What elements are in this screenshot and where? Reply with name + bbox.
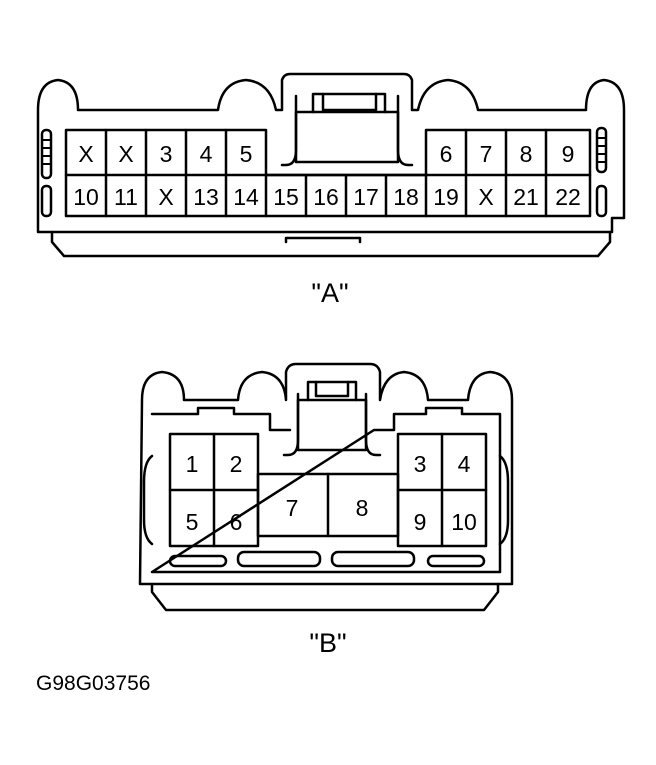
connector-b-labels: 1 2 3 4 5 6 7 8 9 10 (186, 451, 477, 535)
pin-b-2: 2 (230, 451, 243, 477)
pin-a-bottom-6: 15 (273, 184, 299, 210)
connector-a-bottom-labels: 10 11 X 13 14 15 16 17 18 19 X 21 22 (73, 184, 581, 210)
pin-a-bottom-2: 11 (114, 184, 138, 210)
pin-a-top-8: 8 (520, 141, 533, 167)
pin-b-1: 1 (186, 451, 199, 477)
pin-a-top-7: 7 (480, 141, 493, 167)
pin-a-top-2: X (118, 141, 133, 167)
pin-a-bottom-4: 13 (193, 184, 219, 210)
pin-a-top-1: X (78, 141, 93, 167)
connector-a-top-labels: X X 3 4 5 6 7 8 9 (78, 141, 574, 167)
pin-a-bottom-5: 14 (233, 184, 259, 210)
connector-b-housing (138, 362, 514, 612)
pin-a-bottom-7: 16 (313, 184, 339, 210)
connector-a-housing (36, 72, 626, 258)
pin-a-top-4: 4 (200, 141, 213, 167)
pin-b-4: 4 (458, 451, 471, 477)
connector-a-slot-ticks (41, 137, 607, 165)
pin-a-bottom-3: X (158, 184, 173, 210)
pin-a-bottom-11: X (478, 184, 493, 210)
pin-a-bottom-13: 22 (555, 184, 581, 210)
pin-a-top-6: 6 (440, 141, 453, 167)
pin-a-top-3: 3 (160, 141, 173, 167)
connector-a-cells (64, 128, 592, 218)
connector-a-caption: "A" (311, 278, 348, 308)
pin-b-9: 9 (414, 509, 427, 535)
pin-b-5: 5 (186, 509, 199, 535)
pin-a-bottom-9: 18 (393, 184, 419, 210)
pin-a-bottom-8: 17 (353, 184, 379, 210)
pin-a-bottom-10: 19 (433, 184, 459, 210)
pin-a-bottom-12: 21 (513, 184, 539, 210)
pin-a-top-9: 9 (562, 141, 575, 167)
pin-b-8: 8 (356, 495, 369, 521)
pin-b-6: 6 (230, 509, 243, 535)
pin-b-10: 10 (451, 509, 477, 535)
pin-b-3: 3 (414, 451, 427, 477)
pin-a-bottom-1: 10 (73, 184, 99, 210)
connector-b-caption: "B" (309, 628, 346, 658)
pin-b-7: 7 (286, 495, 299, 521)
pin-a-top-5: 5 (240, 141, 253, 167)
figure-id: G98G03756 (36, 672, 150, 695)
